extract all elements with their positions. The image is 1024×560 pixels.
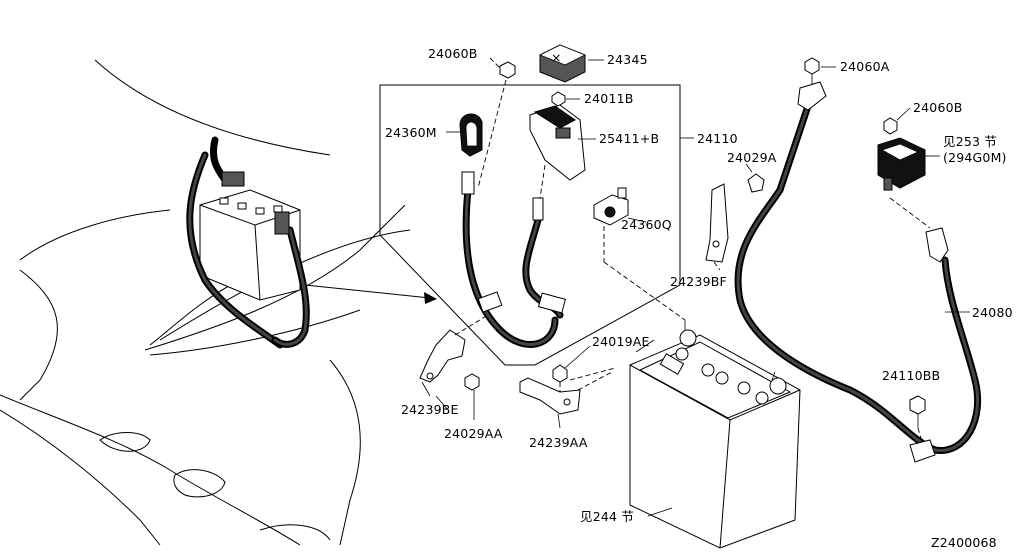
leader-lines: [435, 59, 970, 517]
bracket-24239BF: [705, 183, 729, 271]
car-body-outline: [0, 59, 411, 546]
label-24360M: 24360M: [385, 125, 437, 140]
bolt-24060A: [804, 57, 836, 84]
label-24011B: 24011B: [584, 91, 634, 106]
label-24060A: 24060A: [840, 59, 890, 74]
label-ref-244: 见244 节: [580, 509, 634, 524]
module-294G0M: [877, 137, 940, 229]
fusible-link-25411B: [529, 104, 586, 199]
assembly-frame-24110: [379, 84, 694, 366]
svg-text:×: ×: [551, 50, 562, 65]
cover-24345: ×: [539, 44, 586, 83]
label-24060B-right: 24060B: [913, 100, 963, 115]
label-24029AA: 24029AA: [444, 426, 503, 441]
bolt-24060B-right: [883, 107, 911, 135]
terminal-cover-24360M: [459, 113, 483, 157]
label-24029A: 24029A: [727, 150, 777, 165]
label-24360Q: 24360Q: [621, 217, 672, 232]
label-24239BE: 24239BE: [401, 402, 459, 417]
label-24239AA: 24239AA: [529, 435, 588, 450]
label-24239BF: 24239BF: [670, 274, 727, 289]
bracket-24239AA: [519, 371, 613, 429]
pointer-arrow: [304, 284, 437, 304]
label-ref-294G0M: (294G0M): [943, 150, 1007, 165]
label-24345: 24345: [607, 52, 648, 67]
bolt-24060B-top: [477, 57, 516, 189]
main-cable-24110: [461, 171, 567, 348]
bracket-24239BE: [419, 314, 489, 397]
part-labels: 24060B 24345 24011B 24360M 25411+B 24110…: [385, 46, 1013, 550]
label-24110BB: 24110BB: [882, 368, 940, 383]
label-24019AE: 24019AE: [592, 334, 650, 349]
bolt-24029AA: [464, 373, 480, 420]
bolt-24029A: [745, 163, 765, 193]
label-25411B: 25411+B: [599, 131, 659, 146]
ground-cable-24080: [734, 81, 982, 463]
label-24060B-top: 24060B: [428, 46, 478, 61]
main-battery: [629, 320, 801, 549]
label-ref-253: 见253 节: [943, 134, 997, 149]
label-24080: 24080: [972, 305, 1013, 320]
cover-24360Q: [593, 187, 686, 321]
bolt-24019AE: [552, 345, 616, 395]
diagram-code: Z2400068: [931, 535, 997, 550]
bolt-24110BB: [909, 395, 926, 443]
label-24110: 24110: [697, 131, 738, 146]
small-battery: [186, 136, 310, 349]
